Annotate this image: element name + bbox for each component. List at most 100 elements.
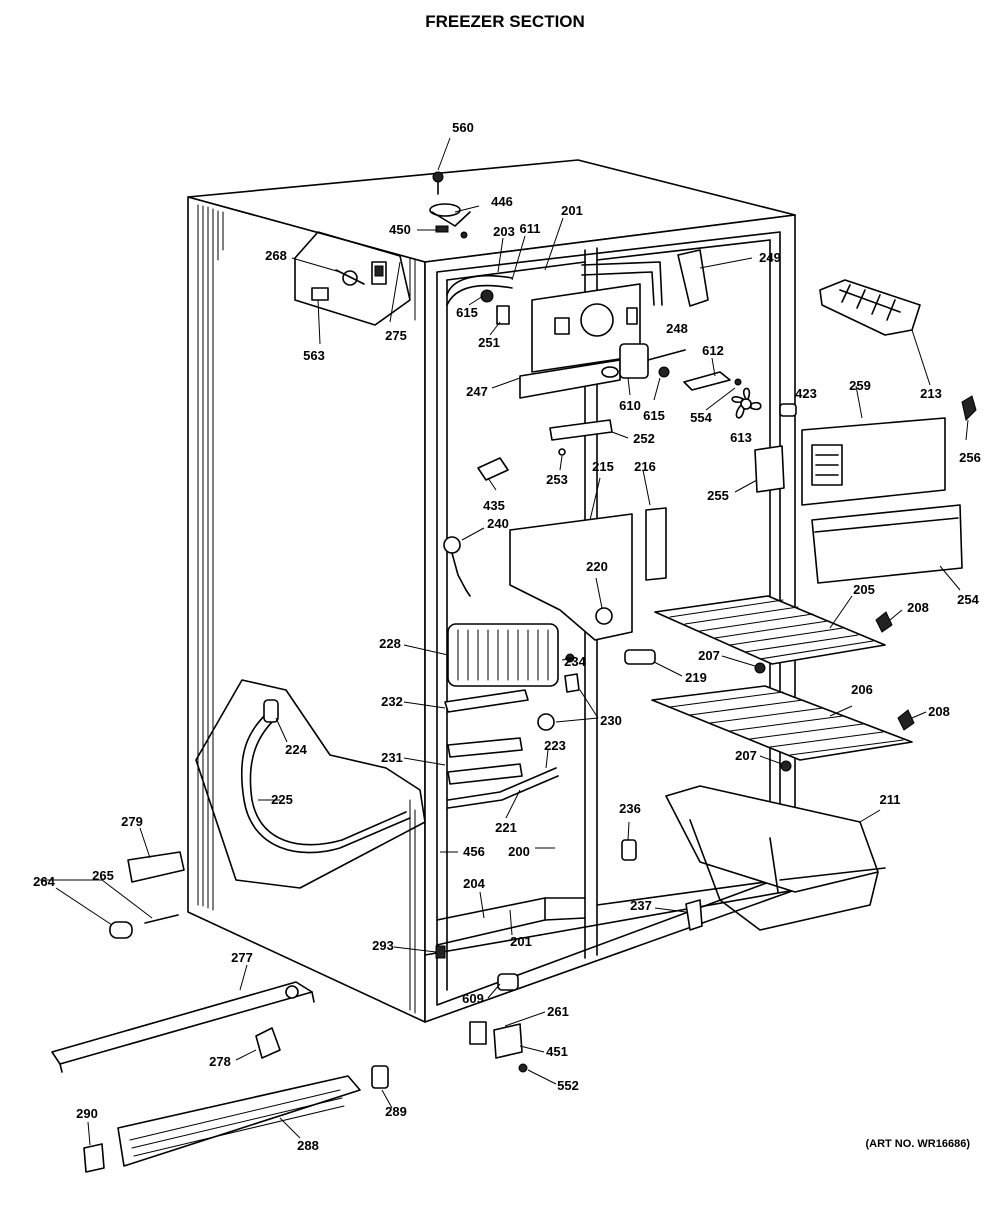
part-label: 208 — [907, 600, 929, 615]
part-label: 265 — [92, 868, 114, 883]
bin-front-254 — [811, 504, 963, 584]
part-label: 224 — [285, 742, 307, 757]
clip-256 — [961, 395, 977, 421]
page-title: FREEZER SECTION — [425, 12, 585, 31]
part-label: 252 — [633, 431, 655, 446]
duct-216 — [645, 507, 667, 581]
part-label: 288 — [297, 1138, 319, 1153]
light-assembly-446 — [429, 203, 471, 239]
part-label: 612 — [702, 343, 724, 358]
part-label: 610 — [619, 398, 641, 413]
part-label: 450 — [389, 222, 411, 237]
lower-hinge-parts — [435, 945, 528, 1073]
bucket-211 — [665, 785, 886, 931]
art-number: (ART NO. WR16686) — [865, 1138, 970, 1150]
part-label: 207 — [735, 748, 757, 763]
heaters-231-221 — [447, 737, 559, 809]
part-label: 293 — [372, 938, 394, 953]
part-label: 256 — [959, 450, 981, 465]
part-label: 613 — [730, 430, 752, 445]
part-label: 611 — [520, 221, 541, 236]
fan-blade-613 — [731, 387, 762, 419]
tubing-assembly-225 — [195, 679, 426, 889]
part-label: 220 — [586, 559, 608, 574]
part-label: 275 — [385, 328, 407, 343]
part-label: 237 — [630, 898, 652, 913]
part-230 — [537, 713, 555, 731]
part-label: 446 — [491, 194, 513, 209]
part-label: 279 — [121, 814, 143, 829]
part-label: 228 — [379, 636, 401, 651]
tube-248-bracket-249 — [581, 249, 709, 307]
part-label: 290 — [76, 1106, 98, 1121]
part-label: 206 — [851, 682, 873, 697]
part-label: 435 — [483, 498, 505, 513]
shelf-206 — [651, 685, 913, 761]
part-label: 253 — [546, 472, 568, 487]
part-label: 205 — [853, 582, 875, 597]
grille-clips-289-290 — [83, 1065, 389, 1173]
part-label: 423 — [795, 386, 817, 401]
knob-part-560 — [432, 171, 444, 195]
part-label: 609 — [462, 991, 484, 1006]
part-label: 615 — [456, 305, 478, 320]
socket-423 — [779, 403, 797, 417]
roller-278 — [255, 1027, 281, 1059]
pad-255 — [754, 445, 785, 493]
part-219 — [564, 649, 656, 693]
part-label: 203 — [493, 224, 515, 239]
evaporator-cover-247 — [519, 283, 641, 399]
part-label: 234 — [564, 654, 586, 669]
part-label: 255 — [707, 488, 729, 503]
part-label: 223 — [544, 738, 566, 753]
part-label: 451 — [546, 1044, 568, 1059]
part-label: 219 — [685, 670, 707, 685]
part-label: 200 — [508, 844, 530, 859]
part-label: 231 — [381, 750, 403, 765]
part-label: 249 — [759, 250, 781, 265]
leveling-parts-279-265-264 — [109, 851, 185, 939]
fan-motor-610 — [601, 343, 742, 391]
part-label: 211 — [880, 792, 901, 807]
evaporator-228 — [447, 623, 575, 687]
heater-232 — [444, 689, 529, 713]
part-label: 264 — [33, 874, 55, 889]
part-label: 221 — [495, 820, 517, 835]
part-label: 230 — [600, 713, 622, 728]
part-label: 207 — [698, 648, 720, 663]
ice-bin-cover-259 — [801, 417, 946, 506]
part-label: 563 — [303, 348, 325, 363]
part-label: 254 — [957, 592, 979, 607]
part-labels: 560 446 450 201 203 611 268 249 615 251 … — [33, 120, 981, 1153]
ice-tray-213 — [819, 279, 921, 336]
part-label: 560 — [452, 120, 474, 135]
part-label: 615 — [643, 408, 665, 423]
shelf-205 — [654, 595, 886, 665]
rail-277 — [51, 981, 315, 1073]
part-label: 277 — [231, 950, 253, 965]
part-label: 259 — [849, 378, 871, 393]
part-label: 236 — [619, 801, 641, 816]
part-label: 201 — [510, 934, 532, 949]
part-label: 240 — [487, 516, 509, 531]
part-label: 225 — [271, 792, 293, 807]
part-label: 552 — [557, 1078, 579, 1093]
part-label: 215 — [592, 459, 614, 474]
control-box-275 — [294, 231, 411, 326]
shelf-supports-207-208 — [754, 611, 915, 772]
part-label: 248 — [666, 321, 688, 336]
part-label: 261 — [547, 1004, 569, 1019]
part-label: 213 — [920, 386, 942, 401]
part-label: 232 — [381, 694, 403, 709]
part-label: 278 — [209, 1054, 231, 1069]
harness-240 — [443, 536, 471, 597]
upper-left-interior-parts — [446, 274, 513, 325]
part-label: 554 — [690, 410, 712, 425]
part-label: 268 — [265, 248, 287, 263]
baffle-215 — [509, 513, 633, 641]
hinge-parts-236-237 — [621, 839, 703, 931]
part-label: 216 — [634, 459, 656, 474]
part-label: 456 — [463, 844, 485, 859]
